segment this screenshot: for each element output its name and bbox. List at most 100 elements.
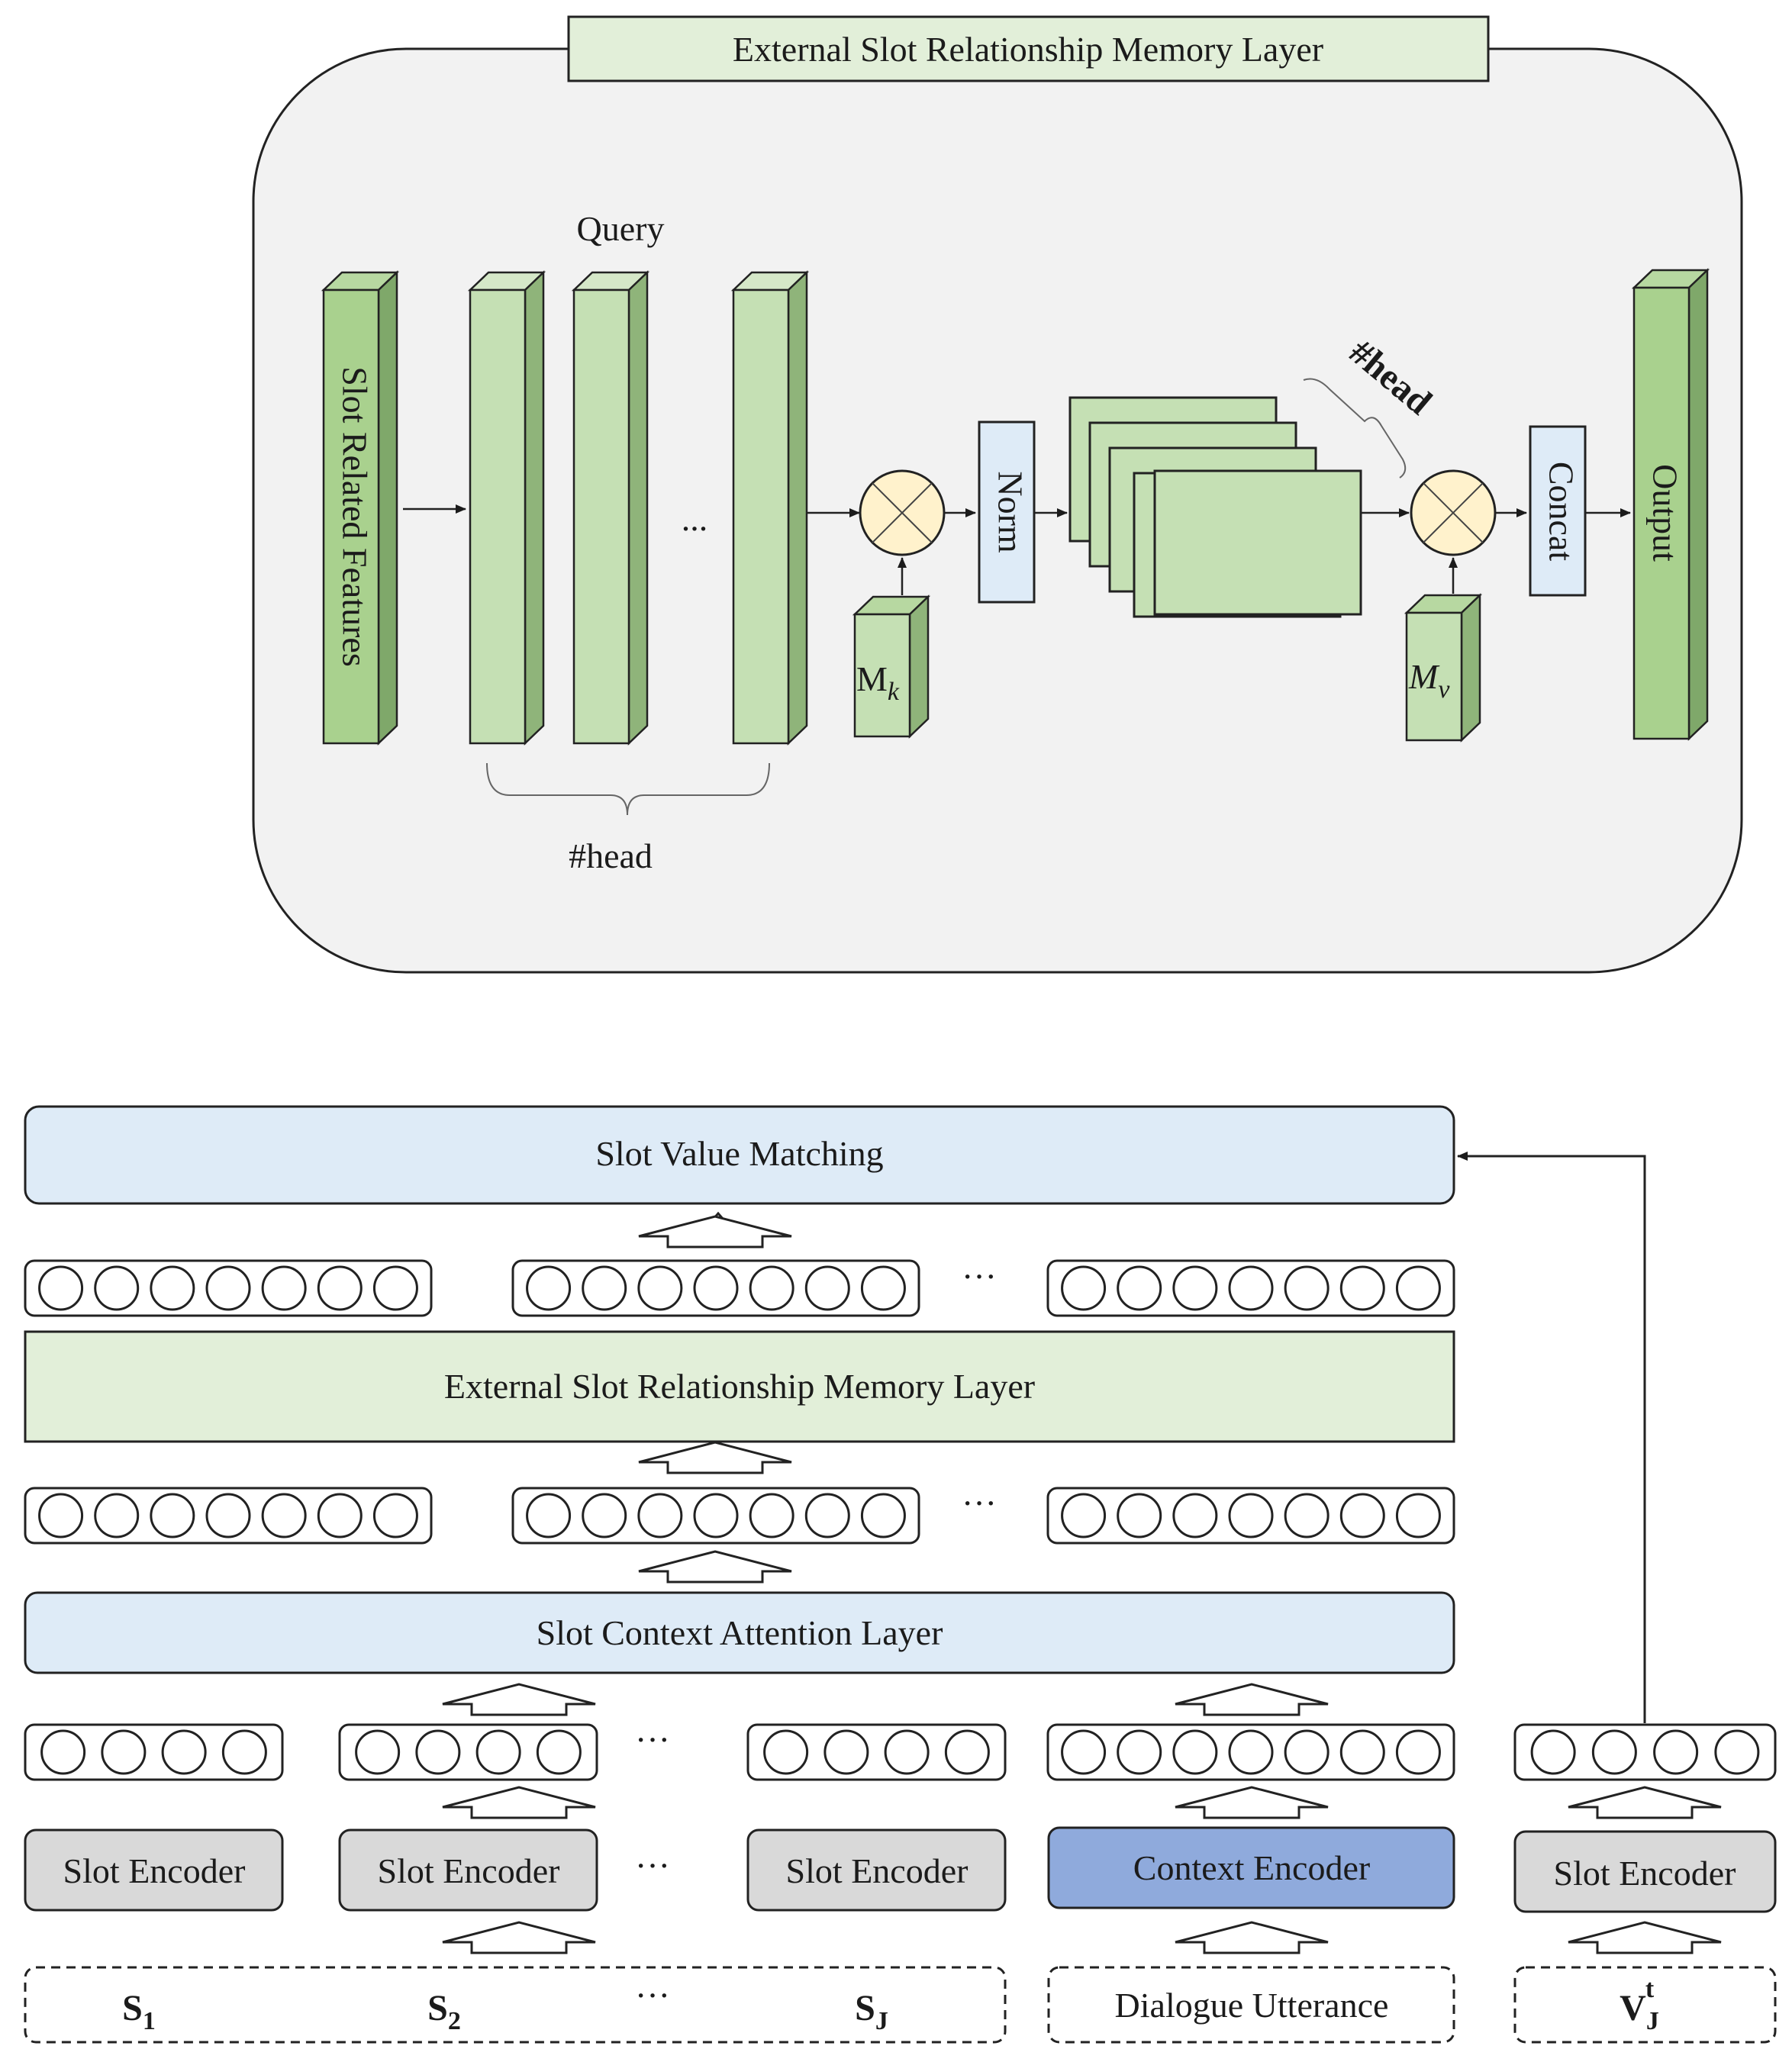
vector-cell <box>1228 1493 1274 1538</box>
vector-cell <box>860 1265 906 1311</box>
vector-cell <box>1395 1493 1441 1538</box>
slot-encoder-1-box <box>24 1828 284 1912</box>
vector-cell <box>526 1493 572 1538</box>
vector-cell <box>1228 1265 1274 1311</box>
vector-slot-2 <box>511 1259 920 1317</box>
vector-cell <box>317 1493 363 1538</box>
multiply-icon-1 <box>859 469 946 556</box>
multiply-icon-2 <box>1410 469 1497 556</box>
encoder-output-vectors <box>24 1723 1777 1781</box>
vector-cell <box>1117 1265 1162 1311</box>
value-input-box <box>1513 1966 1777 2044</box>
slot-encoder-value-label: Slot Encoder <box>1554 1854 1736 1893</box>
vector-cell <box>749 1493 794 1538</box>
vector-cell <box>221 1729 267 1775</box>
context-encoder-label: Context Encoder <box>1133 1848 1370 1887</box>
slot-input-sj: SJ <box>855 1988 888 2035</box>
slot-encoder-value-box <box>1513 1830 1777 1913</box>
vector-cell <box>536 1729 582 1775</box>
vector-cell <box>261 1493 307 1538</box>
vector-cell <box>150 1493 195 1538</box>
dialogue-utterance-label: Dialogue Utterance <box>1115 1986 1389 2025</box>
slot-input-ellipsis: ··· <box>635 1976 670 2015</box>
slot-inputs-box <box>24 1966 1007 2044</box>
vector-cell <box>637 1493 683 1538</box>
vector-cell <box>1117 1493 1162 1538</box>
external-memory-layer-label: External Slot Relationship Memory Layer <box>444 1367 1035 1406</box>
vector-cell <box>161 1729 207 1775</box>
vector-cell <box>1172 1265 1218 1311</box>
vector-cell <box>38 1265 84 1311</box>
vector-row-ellipsis-2: ··· <box>962 1484 997 1522</box>
vector-cell <box>415 1729 461 1775</box>
mk-memory-block: Mk <box>852 594 931 739</box>
head-label-bottom: #head <box>569 836 653 875</box>
slot-encoder-j-label: Slot Encoder <box>786 1851 969 1890</box>
query-head-bar-1 <box>467 270 546 746</box>
query-label: Query <box>577 209 665 248</box>
vector-cell <box>804 1493 850 1538</box>
vector-cell <box>150 1265 195 1311</box>
slot-context-attention-box <box>24 1591 1455 1674</box>
vector-cell <box>1284 1729 1329 1775</box>
vector-cell <box>1714 1729 1760 1775</box>
slot-encoder-j-box <box>746 1828 1007 1912</box>
output-bar: Output <box>1631 268 1710 741</box>
vector-cell <box>526 1265 572 1311</box>
vector-cell <box>317 1265 363 1311</box>
vector-cell <box>763 1729 809 1775</box>
head-brace-attention <box>1303 378 1407 478</box>
dialogue-input-box <box>1047 1966 1455 2044</box>
slot-related-features-bar: Slot Related Features <box>321 270 400 746</box>
slot-value-matching-box <box>24 1105 1455 1205</box>
slot-encoder-1-label: Slot Encoder <box>63 1851 246 1890</box>
vector-cell <box>355 1729 401 1775</box>
vector-cell <box>1339 1493 1385 1538</box>
value-to-matching-arrow <box>1457 1152 1646 1723</box>
vector-cell <box>1395 1265 1441 1311</box>
vector-cell <box>1172 1729 1218 1775</box>
query-head-bar-2 <box>571 270 650 746</box>
vector-cell <box>101 1729 147 1775</box>
mv-label: Mv <box>1408 657 1450 704</box>
memory-layer-detail-panel: External Slot Relationship Memory Layer … <box>252 15 1743 974</box>
vector-cell <box>205 1265 251 1311</box>
vector-row-after-memory <box>24 1259 1455 1317</box>
vector-cell <box>1284 1493 1329 1538</box>
context-encoder-box <box>1047 1826 1455 1909</box>
vector-cell <box>860 1493 906 1538</box>
vector-cell <box>38 1493 84 1538</box>
slot-related-features-label: Slot Related Features <box>335 366 374 666</box>
vector-cell <box>1530 1729 1576 1775</box>
output-label: Output <box>1645 464 1684 562</box>
mk-label: Mk <box>856 659 900 706</box>
query-head-bar-last <box>730 270 810 746</box>
mv-memory-block: Mv <box>1404 593 1483 743</box>
vector-cell <box>1061 1729 1107 1775</box>
vector-cell <box>40 1729 86 1775</box>
query-ellipsis: ... <box>682 499 708 538</box>
vector-row-after-attention <box>24 1487 1455 1545</box>
vector-cell <box>1591 1729 1637 1775</box>
slot-value-matching-label: Slot Value Matching <box>595 1134 883 1173</box>
vector-cell <box>475 1729 521 1775</box>
hollow-up-arrows <box>442 1211 1722 1954</box>
vector-cell <box>1339 1729 1385 1775</box>
slot-2-encoding <box>338 1723 598 1781</box>
concat-label: Concat <box>1542 462 1581 562</box>
vector-cell <box>944 1729 990 1775</box>
vector-cell <box>1395 1729 1441 1775</box>
vector-slot-1 <box>24 1259 433 1317</box>
context-encoding <box>1046 1723 1455 1781</box>
value-encoding <box>1513 1723 1777 1781</box>
head-brace-bottom <box>486 762 770 816</box>
external-memory-layer-box <box>24 1330 1455 1443</box>
vector-cell <box>1228 1729 1274 1775</box>
vector-cell <box>372 1493 418 1538</box>
encoder-output-ellipsis: ··· <box>635 1720 670 1759</box>
vector-cell <box>693 1493 739 1538</box>
vector-cell <box>582 1265 627 1311</box>
vector-row-ellipsis-1: ··· <box>962 1257 997 1296</box>
